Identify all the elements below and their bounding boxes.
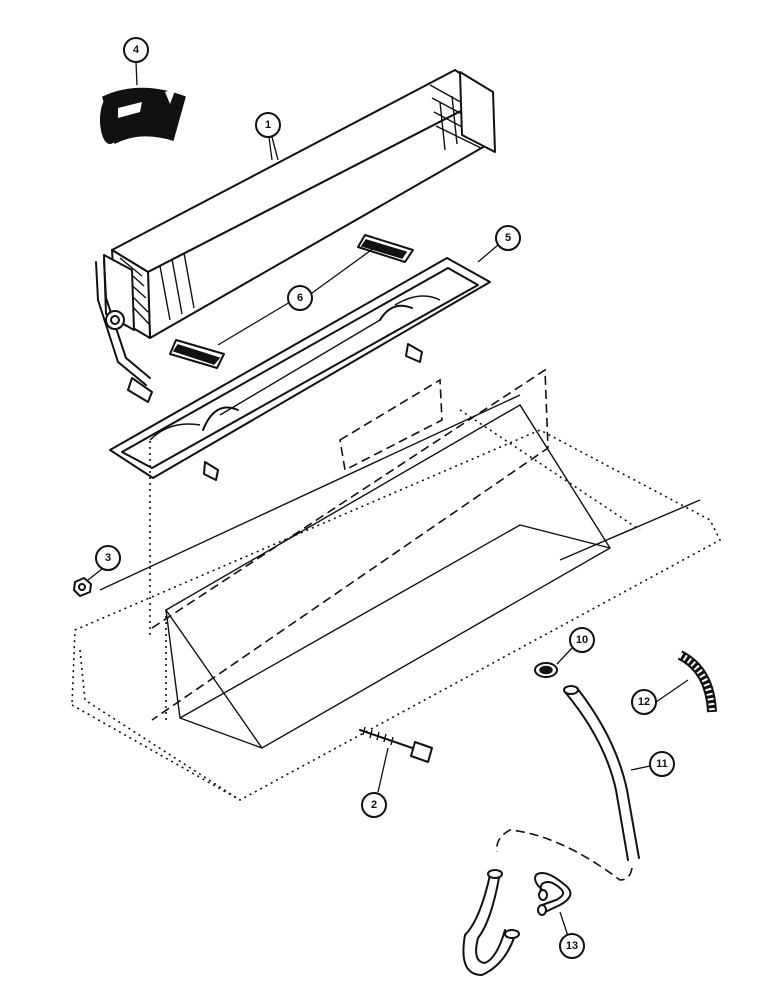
part-clamp — [534, 662, 558, 678]
callout-2: 2 — [361, 792, 387, 818]
callout-leaders — [87, 61, 689, 937]
callout-10: 11 — [649, 751, 675, 777]
callout-4: 4 — [123, 37, 149, 63]
callout-1: 1 — [255, 112, 281, 138]
callout-3-label: 3 — [105, 552, 111, 564]
callout-1-label: 1 — [265, 119, 271, 131]
callout-4-label: 4 — [133, 44, 140, 56]
part-foam-seals — [169, 234, 414, 369]
callout-10-label: 11 — [656, 758, 668, 770]
callout-11-label: 10 — [576, 634, 588, 646]
callout-5: 5 — [495, 225, 521, 251]
callout-5-label: 5 — [505, 232, 511, 244]
callout-11: 10 — [569, 627, 595, 653]
part-hose-elbows — [462, 869, 572, 976]
callout-13-label: 13 — [566, 940, 578, 952]
part-drain-pan — [109, 257, 491, 481]
callout-13: 13 — [559, 933, 585, 959]
callout-6-label: 6 — [297, 292, 303, 304]
callout-2-label: 2 — [371, 799, 377, 811]
part-corrugated-tube — [677, 650, 717, 713]
heater-housing — [71, 368, 722, 801]
part-bolt — [359, 726, 433, 763]
callout-6: 6 — [287, 285, 313, 311]
callout-12: 12 — [631, 689, 657, 715]
part-hose — [495, 685, 640, 881]
part-nut — [73, 577, 92, 597]
callout-12-label: 12 — [638, 696, 650, 708]
part-heater-core — [95, 69, 496, 403]
callout-3: 3 — [95, 545, 121, 571]
part-tape-roll — [100, 87, 186, 145]
